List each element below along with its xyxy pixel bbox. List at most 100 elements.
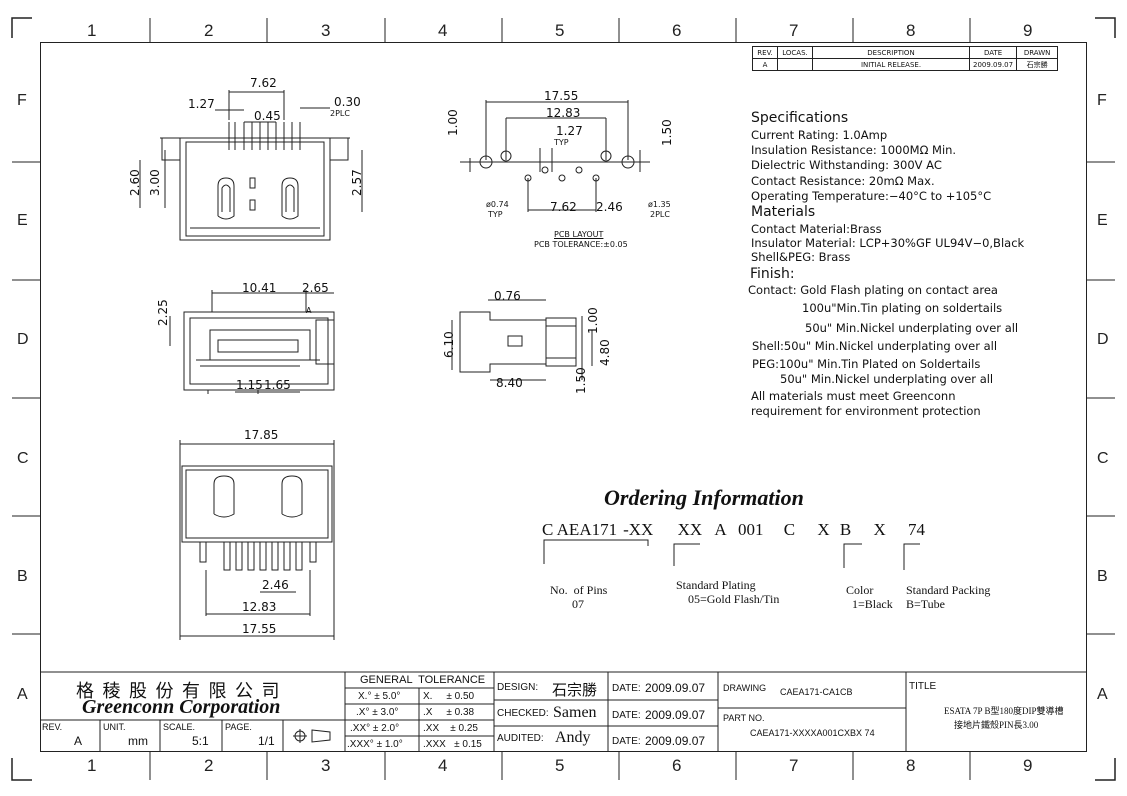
spec-line-1: Current Rating: 1.0Amp bbox=[751, 128, 888, 142]
zone-row-E-left: E bbox=[17, 212, 28, 229]
design-value: 石宗勝 bbox=[552, 683, 598, 699]
part-no-label: PART NO. bbox=[723, 713, 765, 723]
company-name-en: Greenconn Corporation bbox=[82, 696, 281, 718]
title-label: TITLE bbox=[909, 681, 937, 692]
zone-col-3-top: 3 bbox=[321, 21, 331, 40]
finish-line-1: Contact: Gold Flash plating on contact a… bbox=[748, 283, 998, 297]
zone-col-1-top: 1 bbox=[87, 21, 97, 40]
finish-title: Finish: bbox=[750, 266, 795, 282]
dim-pcb-1-27: 1.27 bbox=[556, 124, 583, 138]
code-b: B bbox=[839, 520, 852, 539]
material-line-2: Insulator Material: LCP+30%GF UL94V−0,Bl… bbox=[751, 236, 1025, 250]
zone-row-F-left: F bbox=[17, 92, 27, 109]
material-line-1: Contact Material:Brass bbox=[751, 222, 882, 236]
spec-line-2: Insulation Resistance: 1000MΩ Min. bbox=[751, 143, 957, 157]
dim-pcb-phi-1-35: ø1.35 bbox=[648, 200, 671, 209]
dim-pcb-17-55: 17.55 bbox=[544, 89, 579, 103]
zone-row-B-right: B bbox=[1097, 568, 1108, 585]
zone-row-A-right: A bbox=[1097, 686, 1108, 703]
dim-pcb-2-46: 2.46 bbox=[596, 200, 623, 214]
rev-value: A bbox=[74, 734, 83, 748]
dim-bottom-2-46: 2.46 bbox=[262, 578, 289, 592]
code-plating: XX bbox=[677, 520, 703, 539]
value-packing: B=Tube bbox=[906, 597, 946, 611]
finish-line-6: 50u" Min.Nickel underplating over all bbox=[780, 372, 994, 386]
zone-row-D-left: D bbox=[17, 331, 29, 348]
dim-pcb-typ: TYP bbox=[554, 138, 569, 147]
code-series: AEA171 bbox=[556, 520, 618, 539]
dim-bottom-17-85: 17.85 bbox=[244, 428, 279, 442]
dim-bottom-12-83: 12.83 bbox=[242, 600, 277, 614]
zone-row-F-right: F bbox=[1097, 92, 1107, 109]
dim-side-0-76: 0.76 bbox=[494, 289, 521, 303]
dim-pcb-1-00: 1.00 bbox=[446, 109, 460, 136]
zone-col-9-bottom: 9 bbox=[1023, 756, 1033, 775]
dim-top-0-45: 0.45 bbox=[254, 109, 281, 123]
label-color: Color bbox=[846, 583, 874, 597]
title-line-1: ESATA 7P B型180度DIP雙導槽 bbox=[944, 706, 1064, 716]
date-value-1: 2009.09.07 bbox=[645, 681, 706, 695]
pcb-tolerance-label: PCB TOLERANCE:±0.05 bbox=[534, 240, 628, 249]
dim-front-2-25: 2.25 bbox=[156, 299, 170, 326]
section-mark-a: A bbox=[306, 306, 312, 315]
code-74: 74 bbox=[907, 520, 925, 539]
audited-label: AUDITED: bbox=[497, 733, 544, 744]
checked-value: Samen bbox=[553, 704, 597, 721]
tol-linear-2: .XX ± 0.25 bbox=[423, 723, 478, 734]
dim-side-6-10: 6.10 bbox=[442, 331, 456, 358]
tolerance-title: GENERAL TOLERANCE bbox=[360, 674, 486, 686]
dim-top-2-60: 2.60 bbox=[128, 169, 142, 196]
unit-value: mm bbox=[128, 734, 148, 748]
zone-col-9-top: 9 bbox=[1023, 21, 1033, 40]
scale-value: 5:1 bbox=[192, 734, 209, 748]
spec-line-5: Operating Temperature:−40°C to +105°C bbox=[751, 189, 992, 203]
drawing-frame bbox=[40, 42, 1087, 752]
zone-row-B-left: B bbox=[17, 568, 28, 585]
zone-col-5-bottom: 5 bbox=[555, 756, 565, 775]
revision-header-row: REV. LOCAS. DESCRIPTION DATE DRAWN bbox=[752, 46, 1059, 59]
dim-side-1-00: 1.00 bbox=[586, 307, 600, 334]
part-no-value: CAEA171-XXXXA001CXBX 74 bbox=[750, 728, 875, 738]
rev-cell-drawn: 石宗勝 bbox=[1016, 58, 1059, 71]
finish-line-8: requirement for environment protection bbox=[751, 404, 981, 418]
zone-col-7-top: 7 bbox=[789, 21, 799, 40]
zone-row-E-right: E bbox=[1097, 212, 1108, 229]
dim-bottom-17-55: 17.55 bbox=[242, 622, 277, 636]
dim-front-1-65: 1.65 bbox=[264, 378, 291, 392]
code-pins: -XX bbox=[623, 520, 654, 539]
tol-angle-1: .X° ± 3.0° bbox=[356, 707, 399, 718]
zone-col-6-bottom: 6 bbox=[672, 756, 682, 775]
zone-col-2-bottom: 2 bbox=[204, 756, 214, 775]
rev-label: REV. bbox=[42, 722, 63, 732]
zone-col-6-top: 6 bbox=[672, 21, 682, 40]
date-value-2: 2009.09.07 bbox=[645, 708, 706, 722]
checked-label: CHECKED: bbox=[497, 708, 549, 719]
dim-front-2-65: 2.65 bbox=[302, 281, 329, 295]
date-label-1: DATE: bbox=[612, 683, 641, 694]
value-plating: 05=Gold Flash/Tin bbox=[688, 592, 780, 606]
dim-pcb-7-62: 7.62 bbox=[550, 200, 577, 214]
dim-pcb-typ2: TYP bbox=[488, 210, 503, 219]
ordering-title: Ordering Information bbox=[604, 485, 804, 510]
finish-line-7: All materials must meet Greenconn bbox=[751, 389, 956, 403]
tol-angle-2: .XX° ± 2.0° bbox=[350, 723, 400, 734]
revision-table: REV. LOCAS. DESCRIPTION DATE DRAWN A INI… bbox=[752, 46, 1059, 71]
dim-pcb-2plc: 2PLC bbox=[650, 210, 670, 219]
zone-col-5-top: 5 bbox=[555, 21, 565, 40]
value-pins: 07 bbox=[572, 597, 584, 611]
dim-pcb-12-83: 12.83 bbox=[546, 106, 581, 120]
tol-linear-3: .XXX ± 0.15 bbox=[423, 739, 482, 750]
dim-pcb-phi-0-74: ø0.74 bbox=[486, 200, 509, 209]
page-value: 1/1 bbox=[258, 734, 275, 748]
dim-pcb-1-50: 1.50 bbox=[660, 119, 674, 146]
dim-top-3-00: 3.00 bbox=[148, 169, 162, 196]
zone-col-4-bottom: 4 bbox=[438, 756, 448, 775]
zone-col-1-bottom: 1 bbox=[87, 756, 97, 775]
zone-row-A-left: A bbox=[17, 686, 28, 703]
tol-linear-0: X. ± 0.50 bbox=[423, 691, 475, 702]
rev-cell-rev: A bbox=[752, 58, 778, 71]
dim-top-1-27: 1.27 bbox=[188, 97, 215, 111]
unit-label: UNIT. bbox=[103, 722, 126, 732]
spec-line-3: Dielectric Withstanding: 300V AC bbox=[751, 158, 942, 172]
